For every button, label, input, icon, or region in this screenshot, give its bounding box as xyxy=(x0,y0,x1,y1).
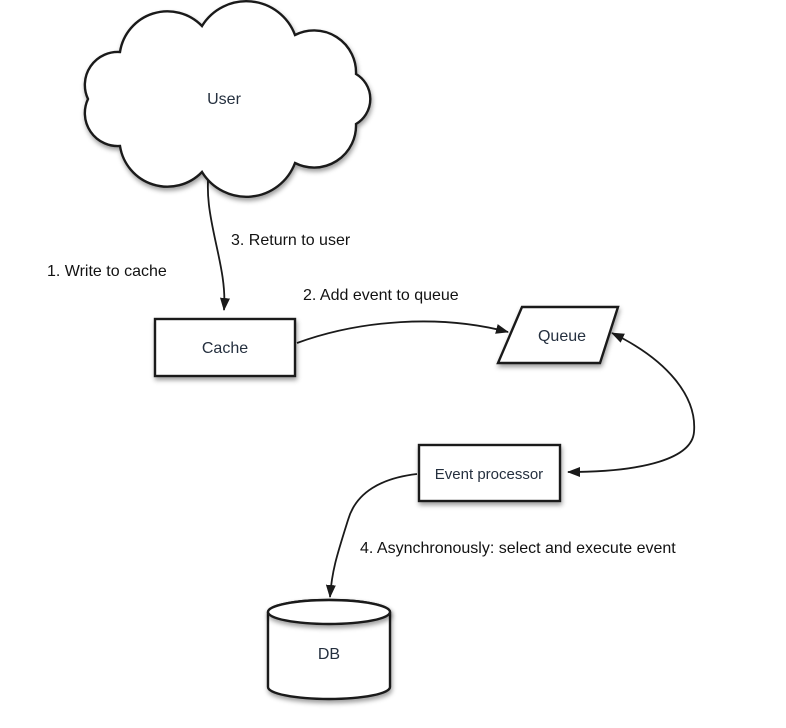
queue-label: Queue xyxy=(538,328,586,345)
node-event-processor: Event processor xyxy=(417,443,562,503)
db-label: DB xyxy=(318,646,340,663)
arrow-queue-eventprocessor-bidirectional xyxy=(567,332,696,477)
cache-label: Cache xyxy=(202,340,248,357)
arrow-eventprocessor-to-db xyxy=(325,473,418,598)
node-queue: Queue xyxy=(496,305,620,365)
edge-label-return-to-user: 3. Return to user xyxy=(231,232,351,249)
edge-label-async-execute: 4. Asynchronously: select and execute ev… xyxy=(360,540,676,557)
node-cache: Cache xyxy=(153,317,297,378)
user-label: User xyxy=(207,91,241,108)
event-processor-label: Event processor xyxy=(435,466,543,483)
edge-labels: 1. Write to cache 3. Return to user 2. A… xyxy=(47,232,676,557)
node-db: DB xyxy=(266,598,392,701)
node-user: User xyxy=(83,0,372,198)
edge-label-add-event-to-queue: 2. Add event to queue xyxy=(303,287,459,304)
event-processor-box-shape xyxy=(417,443,562,503)
arrow-cache-to-queue xyxy=(296,320,509,344)
user-cloud-shape xyxy=(83,0,372,198)
edges xyxy=(206,163,696,598)
cache-box-shape xyxy=(153,317,297,378)
queue-parallelogram-shape xyxy=(496,305,620,365)
edge-label-write-to-cache: 1. Write to cache xyxy=(47,263,167,280)
db-cylinder-top-shape xyxy=(266,598,392,626)
